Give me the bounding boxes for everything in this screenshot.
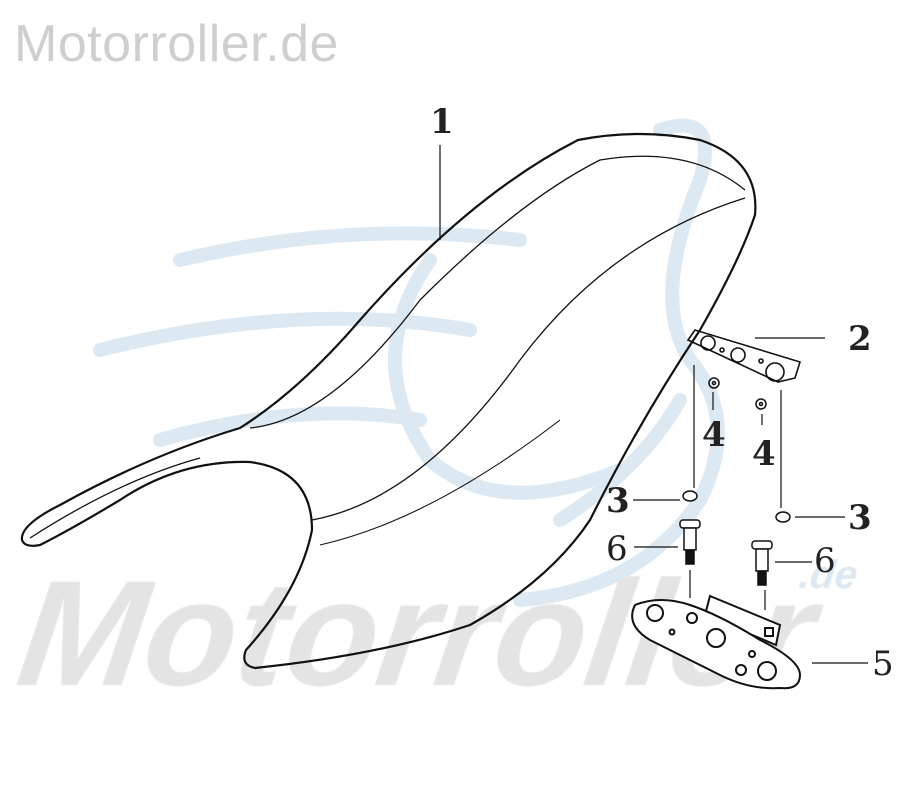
bolt-parts [679, 519, 773, 586]
top-plate-part [686, 329, 802, 383]
callout-1: 1 [430, 102, 454, 142]
seat-part [20, 132, 757, 670]
callout-4-left: 4 [702, 415, 726, 455]
callout-3-left: 3 [606, 481, 630, 521]
callout-6-right: 6 [814, 541, 836, 581]
callout-6-left: 6 [606, 529, 628, 569]
callout-4-right: 4 [752, 434, 776, 474]
callout-5: 5 [872, 644, 894, 684]
nut-parts [682, 490, 791, 523]
callout-2: 2 [848, 319, 872, 359]
washer-parts [708, 377, 767, 410]
callout-3-right: 3 [848, 498, 872, 538]
bracket-part [631, 594, 802, 690]
watermark-site-name: Motorroller.de [14, 15, 339, 73]
leader-lines [439, 145, 868, 664]
